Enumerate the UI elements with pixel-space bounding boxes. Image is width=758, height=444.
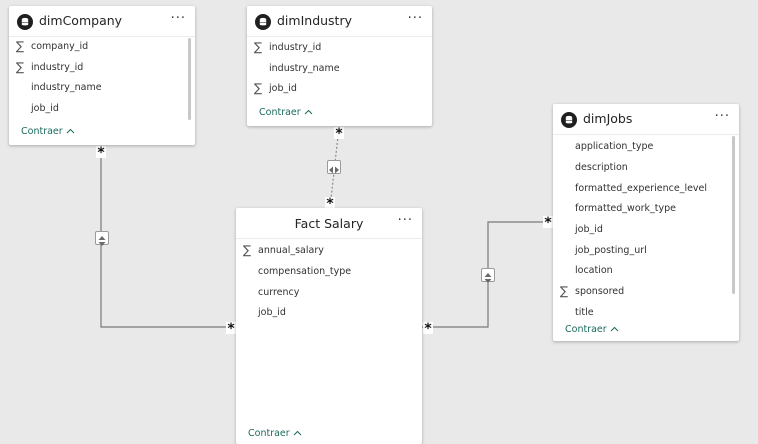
table-field[interactable]: description — [553, 158, 739, 178]
database-icon — [561, 112, 577, 128]
table-title: dimIndustry — [277, 13, 352, 28]
sum-icon: ∑ — [560, 284, 569, 298]
more-options-icon[interactable]: ··· — [407, 11, 423, 26]
field-name: industry_id — [31, 62, 84, 73]
table-field[interactable]: ∑ industry_id — [9, 58, 195, 78]
table-field[interactable]: title — [553, 303, 739, 323]
crossfilter-both-icon[interactable] — [95, 231, 109, 246]
many-cardinality-marker: * — [334, 126, 344, 142]
field-name: industry_id — [269, 42, 322, 53]
more-options-icon[interactable]: ··· — [714, 109, 730, 124]
sum-icon: ∑ — [254, 81, 263, 95]
field-name: industry_name — [269, 63, 340, 74]
table-field[interactable]: compensation_type — [236, 262, 422, 282]
table-field[interactable]: job_id — [9, 99, 195, 119]
field-name: annual_salary — [258, 245, 324, 256]
table-card-header[interactable]: Fact Salary ··· — [236, 208, 422, 239]
more-options-icon[interactable]: ··· — [170, 11, 186, 26]
field-name: description — [575, 162, 628, 173]
more-options-icon[interactable]: ··· — [397, 213, 413, 228]
field-name: formatted_experience_level — [575, 183, 708, 194]
table-card-dimindustry[interactable]: dimIndustry ··· ∑ industry_id industry_n… — [247, 6, 432, 126]
field-name: formatted_work_type — [575, 203, 677, 214]
collapse-label: Contraer — [565, 324, 607, 335]
table-field[interactable]: currency — [236, 283, 422, 303]
field-name: job_id — [269, 83, 297, 94]
table-field[interactable]: ∑ industry_id — [247, 38, 432, 58]
table-field[interactable]: job_id — [236, 303, 422, 323]
sum-icon: ∑ — [16, 39, 25, 53]
table-field[interactable]: application_type — [553, 137, 739, 157]
database-icon — [255, 14, 271, 30]
table-field[interactable]: ∑ company_id — [9, 37, 195, 57]
field-name: company_id — [31, 41, 89, 52]
table-field[interactable]: location — [553, 261, 739, 281]
table-field[interactable]: job_posting_url — [553, 241, 739, 261]
many-cardinality-marker: * — [226, 321, 236, 337]
table-field[interactable]: industry_name — [9, 78, 195, 98]
field-name: industry_name — [31, 82, 102, 93]
many-cardinality-marker: * — [423, 321, 433, 337]
database-icon — [17, 14, 33, 30]
field-name: compensation_type — [258, 266, 352, 277]
table-card-dimcompany[interactable]: dimCompany ··· ∑ company_id ∑ industry_i… — [9, 6, 195, 145]
chevron-up-icon — [304, 107, 313, 118]
collapse-link[interactable]: Contraer — [21, 126, 75, 137]
table-field[interactable]: industry_name — [247, 59, 432, 79]
sum-icon: ∑ — [254, 40, 263, 54]
field-name: job_id — [575, 224, 603, 235]
chevron-up-icon — [66, 126, 75, 137]
collapse-label: Contraer — [21, 126, 63, 137]
table-field[interactable]: formatted_experience_level — [553, 179, 739, 199]
table-field[interactable]: ∑ sponsored — [553, 282, 739, 302]
collapse-link[interactable]: Contraer — [259, 107, 313, 118]
field-name: application_type — [575, 141, 654, 152]
table-field[interactable]: ∑ annual_salary — [236, 241, 422, 261]
table-field[interactable]: ∑ job_id — [247, 79, 432, 99]
crossfilter-both-icon[interactable] — [481, 268, 495, 283]
table-field[interactable]: formatted_work_type — [553, 199, 739, 219]
crossfilter-both-icon[interactable] — [327, 160, 341, 174]
collapse-label: Contraer — [248, 428, 290, 439]
table-card-dimjobs[interactable]: dimJobs ··· application_type description… — [553, 104, 739, 341]
table-card-header[interactable]: dimJobs ··· — [553, 104, 739, 135]
field-name: job_id — [31, 103, 59, 114]
collapse-link[interactable]: Contraer — [248, 428, 302, 439]
field-name: job_id — [258, 307, 286, 318]
relationship-company-fact — [100, 146, 236, 328]
field-name: currency — [258, 287, 300, 298]
table-field[interactable]: job_id — [553, 220, 739, 240]
sum-icon: ∑ — [243, 243, 252, 257]
many-cardinality-marker: * — [96, 145, 106, 161]
scrollbar[interactable] — [732, 136, 735, 294]
sum-icon: ∑ — [16, 60, 25, 74]
chevron-up-icon — [610, 324, 619, 335]
many-cardinality-marker: * — [543, 215, 553, 231]
table-card-fact-salary[interactable]: Fact Salary ··· ∑ annual_salary compensa… — [236, 208, 422, 444]
scrollbar[interactable] — [188, 38, 191, 120]
table-card-header[interactable]: dimIndustry ··· — [247, 6, 432, 37]
collapse-link[interactable]: Contraer — [565, 324, 619, 335]
table-card-header[interactable]: dimCompany ··· — [9, 6, 195, 37]
field-name: title — [575, 307, 594, 318]
chevron-up-icon — [293, 428, 302, 439]
table-title: Fact Salary — [294, 216, 364, 231]
table-title: dimJobs — [583, 111, 633, 126]
field-name: location — [575, 265, 613, 276]
collapse-label: Contraer — [259, 107, 301, 118]
field-name: job_posting_url — [575, 245, 647, 256]
table-title: dimCompany — [39, 13, 123, 28]
many-cardinality-marker: * — [325, 196, 335, 212]
field-name: sponsored — [575, 286, 625, 297]
